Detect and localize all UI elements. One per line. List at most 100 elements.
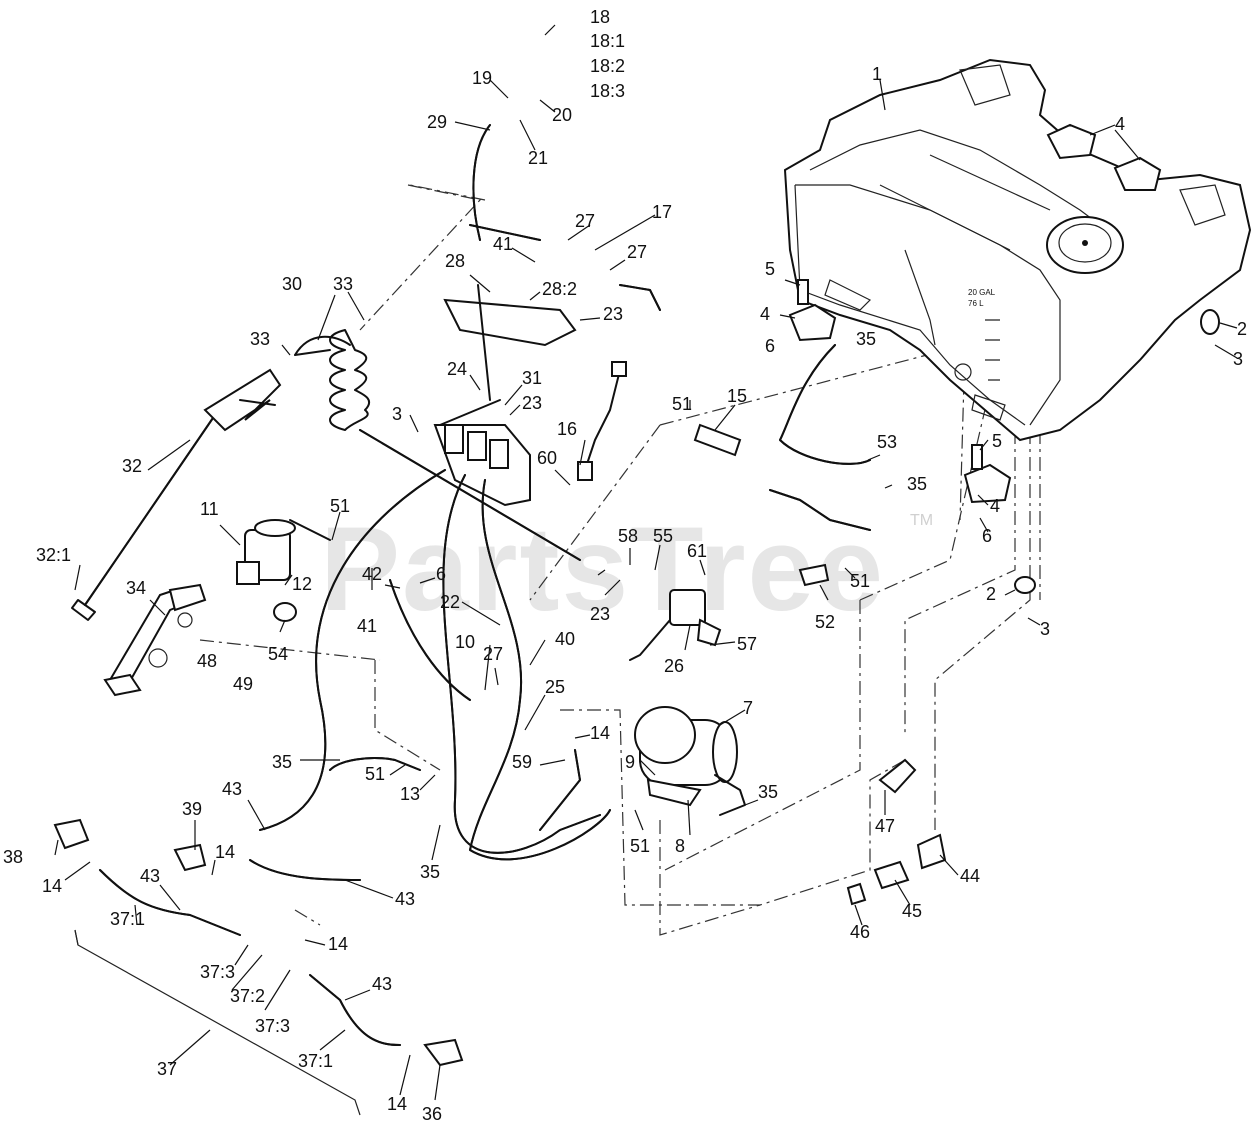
label-51a: 51 [672, 394, 692, 414]
label-17: 17 [652, 202, 672, 222]
label-18: 18 [590, 7, 610, 27]
label-44: 44 [960, 866, 980, 886]
label-35c: 35 [758, 782, 778, 802]
label-45: 45 [902, 901, 922, 921]
hose-holder [103, 583, 207, 697]
label-59: 59 [512, 752, 532, 772]
label-26: 26 [664, 656, 684, 676]
label-14b: 14 [215, 842, 235, 862]
part-labels: 1 4 5 4 6 2 3 5 4 6 2 3 18 18:1 18:2 18:… [3, 7, 1247, 1124]
label-14d: 14 [328, 934, 348, 954]
label-10: 10 [455, 632, 475, 652]
tank-mounts [788, 123, 1220, 594]
label-25: 25 [545, 677, 565, 697]
label-51b: 51 [330, 496, 350, 516]
label-43c: 43 [140, 866, 160, 886]
label-34: 34 [126, 578, 146, 598]
label-46: 46 [850, 922, 870, 942]
label-6b: 6 [982, 526, 992, 546]
label-39: 39 [182, 799, 202, 819]
tank-capacity-gal: 20 GAL [968, 288, 996, 297]
label-27a: 27 [575, 211, 595, 231]
label-32-1: 32:1 [36, 545, 71, 565]
label-15: 15 [727, 386, 747, 406]
label-41a: 41 [493, 234, 513, 254]
label-28: 28 [445, 251, 465, 271]
label-43b: 43 [395, 889, 415, 909]
label-21: 21 [528, 148, 548, 168]
label-27c: 27 [483, 644, 503, 664]
watermark: PartsTree TM [320, 502, 933, 636]
label-57: 57 [737, 634, 757, 654]
label-23a: 23 [603, 304, 623, 324]
spray-gun-assembly [71, 329, 371, 621]
label-33b: 33 [250, 329, 270, 349]
label-36: 36 [422, 1104, 442, 1124]
label-14a: 14 [590, 723, 610, 743]
label-41b: 41 [357, 616, 377, 636]
label-18-1: 18:1 [590, 31, 625, 51]
label-6c: 6 [436, 564, 446, 584]
tank-capacity-l: 76 L [968, 299, 984, 308]
label-8: 8 [675, 836, 685, 856]
valve-manifold [359, 284, 581, 561]
label-4b: 4 [760, 304, 770, 324]
label-37: 37 [157, 1059, 177, 1079]
label-31: 31 [522, 368, 542, 388]
label-7: 7 [743, 698, 753, 718]
label-23c: 23 [590, 604, 610, 624]
label-3b: 3 [1040, 619, 1050, 639]
label-18-2: 18:2 [590, 56, 625, 76]
boom-assembly [53, 818, 464, 1116]
label-35b: 35 [907, 474, 927, 494]
label-48: 48 [197, 651, 217, 671]
label-28-2: 28:2 [542, 279, 577, 299]
label-5b: 5 [992, 431, 1002, 451]
label-35e: 35 [420, 862, 440, 882]
label-37-3b: 37:3 [255, 1016, 290, 1036]
label-51e: 51 [630, 836, 650, 856]
label-12: 12 [292, 574, 312, 594]
label-32: 32 [122, 456, 142, 476]
label-16: 16 [557, 419, 577, 439]
label-42: 42 [362, 564, 382, 584]
label-53: 53 [877, 432, 897, 452]
label-38: 38 [3, 847, 23, 867]
label-61: 61 [687, 541, 707, 561]
label-47: 47 [875, 816, 895, 836]
label-58: 58 [618, 526, 638, 546]
hoses [249, 124, 871, 881]
label-43a: 43 [222, 779, 242, 799]
line-strainer [236, 519, 331, 622]
label-6a: 6 [765, 336, 775, 356]
spray-tank: 20 GAL 76 L [783, 58, 1252, 442]
label-4a: 4 [1115, 114, 1125, 134]
label-55: 55 [653, 526, 673, 546]
label-22: 22 [440, 592, 460, 612]
control-components [577, 361, 830, 661]
outlet-fittings [846, 758, 947, 906]
label-40: 40 [555, 629, 575, 649]
assembly-lines [199, 184, 1041, 936]
label-23b: 23 [522, 393, 542, 413]
watermark-text: PartsTree [320, 502, 885, 636]
label-4c: 4 [990, 496, 1000, 516]
label-33a: 33 [333, 274, 353, 294]
label-51d: 51 [365, 764, 385, 784]
label-18-3: 18:3 [590, 81, 625, 101]
label-20: 20 [552, 105, 572, 125]
label-1: 1 [872, 64, 882, 84]
label-9: 9 [625, 752, 635, 772]
label-3a: 3 [1233, 349, 1243, 369]
label-30: 30 [282, 274, 302, 294]
leader-lines [54, 24, 1238, 1101]
label-37-3a: 37:3 [200, 962, 235, 982]
label-13: 13 [400, 784, 420, 804]
label-24: 24 [447, 359, 467, 379]
label-14c: 14 [42, 876, 62, 896]
label-35d: 35 [272, 752, 292, 772]
label-2b: 2 [986, 584, 996, 604]
label-11: 11 [200, 499, 219, 519]
label-43d: 43 [372, 974, 392, 994]
